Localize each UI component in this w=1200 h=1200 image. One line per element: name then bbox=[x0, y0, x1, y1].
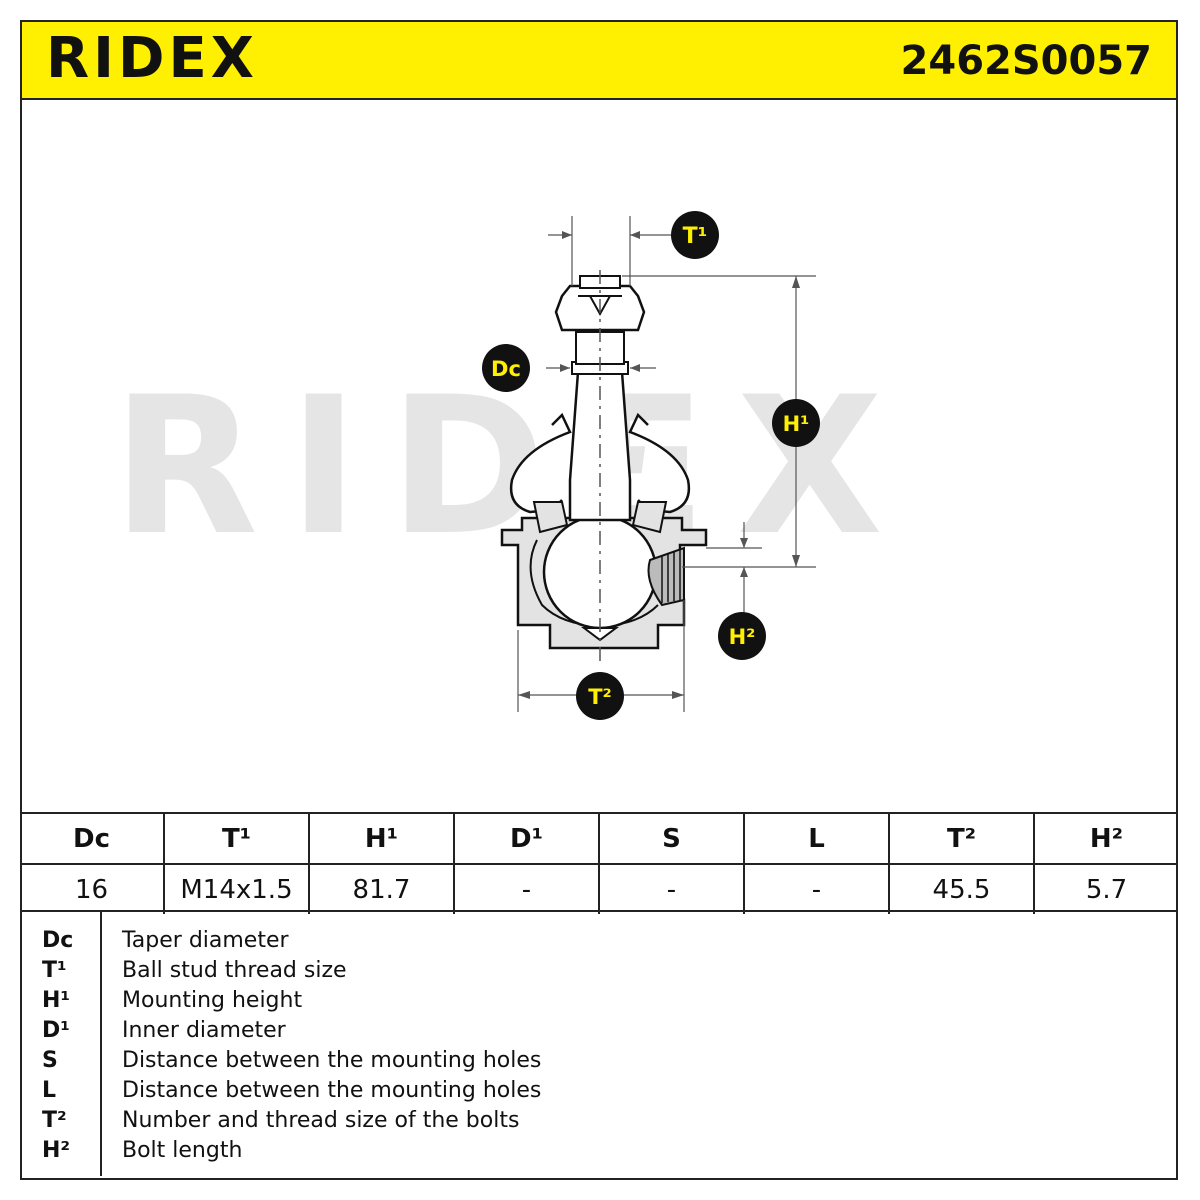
badge-t1: T¹ bbox=[671, 211, 719, 259]
legend-item: T² Number and thread size of the bolts bbox=[20, 1105, 519, 1135]
legend-text: Distance between the mounting holes bbox=[122, 1077, 542, 1103]
legend-item: H² Bolt length bbox=[20, 1135, 242, 1165]
header-cell-s: S bbox=[600, 814, 745, 863]
spec-table: Dc T¹ H¹ D¹ S L T² H² 16 M14x1.5 81.7 - … bbox=[20, 812, 1178, 914]
legend-key: L bbox=[42, 1077, 57, 1103]
legend-item: H¹ Mounting height bbox=[20, 985, 302, 1015]
svg-text:T¹: T¹ bbox=[683, 224, 708, 249]
brand-logo: RIDEX bbox=[46, 26, 258, 91]
legend-key: T² bbox=[42, 1107, 67, 1133]
badge-t2: T² bbox=[576, 672, 624, 720]
header-cell-h1: H¹ bbox=[310, 814, 455, 863]
header-cell-d1: D¹ bbox=[455, 814, 600, 863]
legend-text: Ball stud thread size bbox=[122, 957, 347, 983]
legend-key: H² bbox=[42, 1137, 71, 1163]
seal-left bbox=[532, 501, 569, 534]
legend-item: Dc Taper diameter bbox=[20, 925, 289, 955]
legend-key: D¹ bbox=[42, 1017, 70, 1043]
header-cell-t1: T¹ bbox=[165, 814, 310, 863]
badge-h2: H² bbox=[718, 612, 766, 660]
fitting-thread-lines bbox=[661, 549, 681, 603]
header-bar: RIDEX 2462S0057 bbox=[20, 20, 1178, 100]
watermark-text: RIDEX bbox=[112, 356, 913, 577]
legend-key: T¹ bbox=[42, 957, 67, 983]
badge-h1: H¹ bbox=[772, 399, 820, 447]
value-cell-t2: 45.5 bbox=[890, 865, 1035, 914]
grease-fitting bbox=[647, 546, 685, 607]
dust-boot-left bbox=[509, 412, 572, 514]
legend-text: Mounting height bbox=[122, 987, 303, 1013]
part-number: 2462S0057 bbox=[900, 38, 1152, 84]
badge-dc: Dc bbox=[482, 344, 530, 392]
svg-text:T²: T² bbox=[588, 685, 612, 709]
legend-item: T¹ Ball stud thread size bbox=[20, 955, 347, 985]
svg-text:H²: H² bbox=[729, 625, 756, 649]
legend-key: S bbox=[42, 1047, 58, 1073]
spec-table-value-row: 16 M14x1.5 81.7 - - - 45.5 5.7 bbox=[20, 865, 1178, 914]
value-cell-s: - bbox=[600, 865, 745, 914]
legend-text: Taper diameter bbox=[122, 927, 289, 953]
value-cell-h2: 5.7 bbox=[1085, 874, 1128, 905]
svg-text:H¹: H¹ bbox=[783, 412, 810, 436]
legend-text: Number and thread size of the bolts bbox=[122, 1107, 520, 1133]
legend-item: L Distance between the mounting holes bbox=[20, 1075, 541, 1105]
header-cell-dc: Dc bbox=[20, 814, 165, 863]
svg-text:Dc: Dc bbox=[491, 357, 521, 381]
cavity-outline bbox=[529, 539, 659, 628]
seal-right bbox=[631, 501, 668, 534]
header-cell-h2: H² bbox=[1089, 823, 1124, 854]
legend-key: Dc bbox=[42, 927, 74, 953]
value-cell-dc: 16 bbox=[20, 865, 165, 914]
spec-table-header-row: Dc T¹ H¹ D¹ S L T² H² bbox=[20, 814, 1178, 865]
value-cell-t1: M14x1.5 bbox=[165, 865, 310, 914]
technical-diagram: RIDEX bbox=[22, 100, 1176, 812]
value-cell-h1: 81.7 bbox=[310, 865, 455, 914]
legend-text: Inner diameter bbox=[122, 1017, 286, 1043]
header-cell-t2: T² bbox=[890, 814, 1035, 863]
dust-boot-right bbox=[628, 412, 691, 514]
legend-text: Distance between the mounting holes bbox=[122, 1047, 542, 1073]
ball-joint-drawing: RIDEX bbox=[112, 211, 913, 720]
legend-key: H¹ bbox=[42, 987, 71, 1013]
header-cell-l: L bbox=[745, 814, 890, 863]
legend-separator bbox=[100, 912, 102, 1176]
legend-item: S Distance between the mounting holes bbox=[20, 1045, 541, 1075]
legend: Dc Taper diameter T¹ Ball stud thread si… bbox=[20, 912, 1178, 1180]
value-cell-l: - bbox=[745, 865, 890, 914]
legend-text: Bolt length bbox=[122, 1137, 243, 1163]
value-cell-d1: - bbox=[455, 865, 600, 914]
legend-item: D¹ Inner diameter bbox=[20, 1015, 286, 1045]
